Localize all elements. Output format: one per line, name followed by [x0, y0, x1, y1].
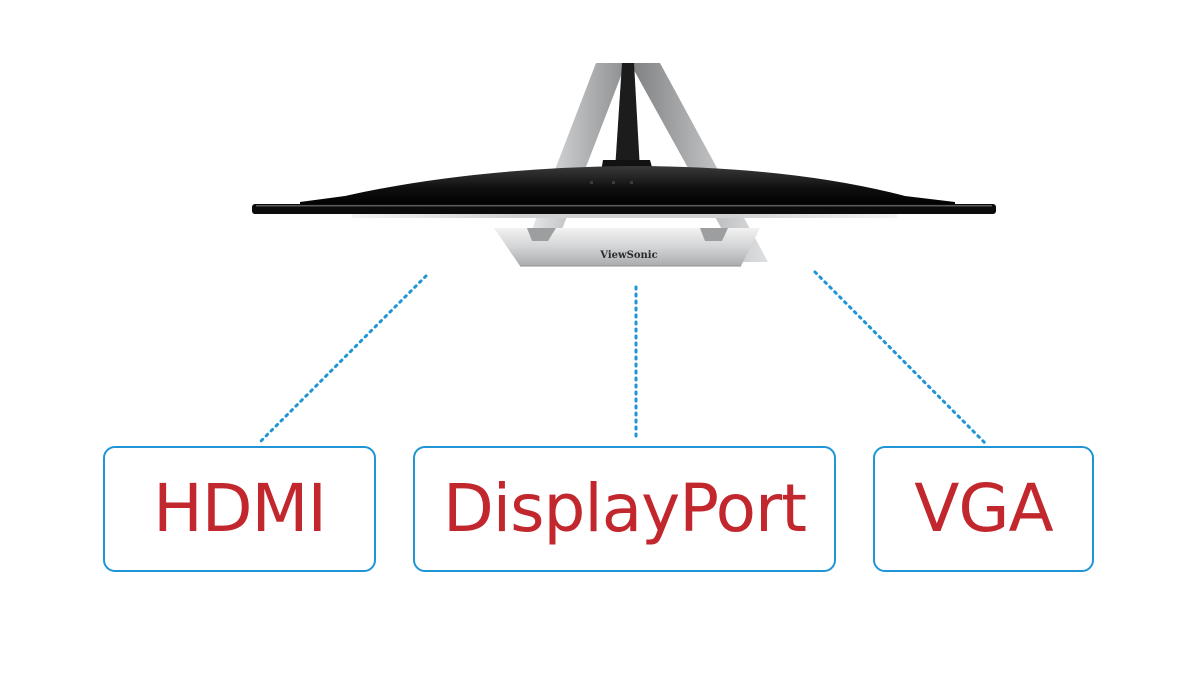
hdmi-port-box: HDMI — [103, 446, 376, 572]
connector-lines — [257, 270, 987, 445]
hdmi-label: HDMI — [153, 470, 327, 547]
stand-base — [494, 228, 760, 267]
port-dot-1 — [590, 181, 593, 184]
vga-label: VGA — [914, 470, 1053, 547]
panel-lip — [352, 214, 897, 218]
brand-logo: ViewSonic — [599, 250, 657, 261]
panel-highlight — [256, 205, 992, 207]
displayport-port-box: DisplayPort — [413, 446, 836, 572]
connector-line-vga — [813, 270, 987, 445]
port-dot-3 — [630, 181, 633, 184]
stand-spine — [615, 63, 640, 170]
displayport-label: DisplayPort — [442, 470, 807, 547]
connector-line-hdmi — [257, 274, 428, 445]
port-dot-2 — [612, 181, 615, 184]
monitor-body — [252, 166, 996, 218]
vga-port-box: VGA — [873, 446, 1094, 572]
